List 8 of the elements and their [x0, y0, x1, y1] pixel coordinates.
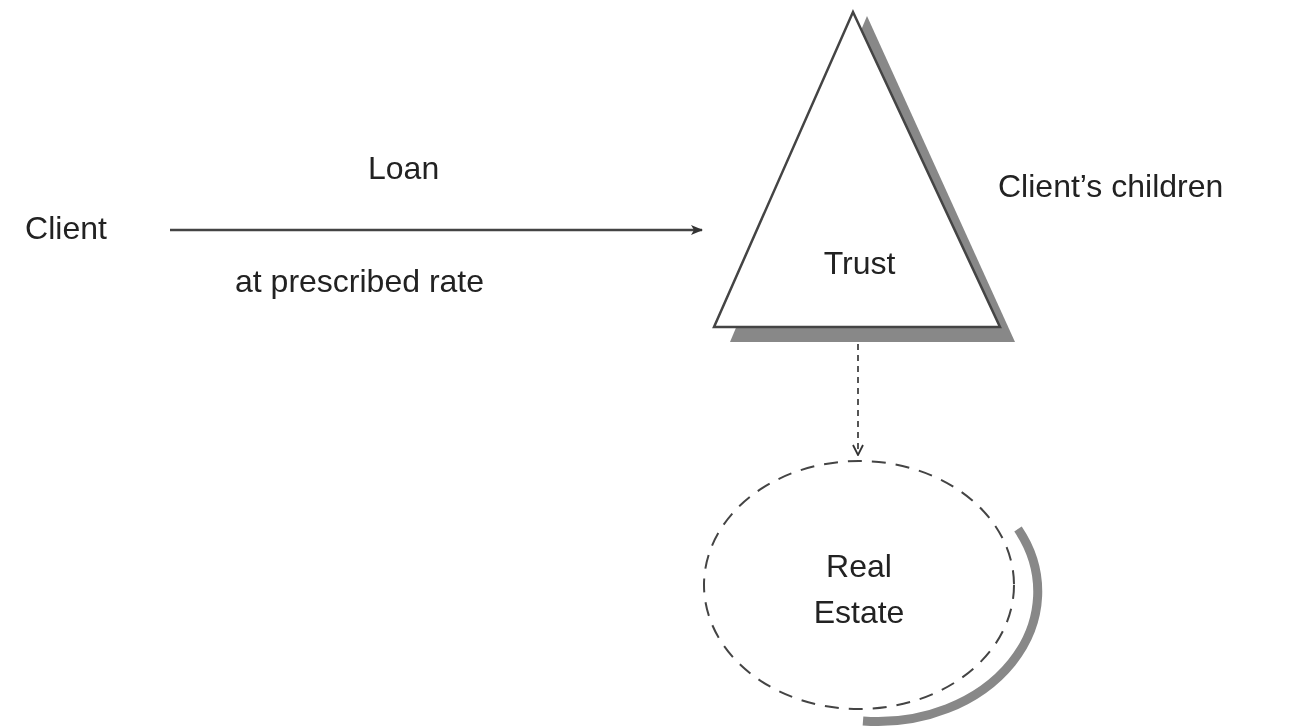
- arrow: [170, 225, 703, 235]
- node-label: Trust: [823, 243, 896, 283]
- edge-label: Loan: [368, 150, 440, 187]
- note-label: at prescribed rate: [235, 263, 484, 300]
- side-label: Client’s children: [998, 168, 1224, 205]
- node-label: Real Estate: [812, 546, 906, 632]
- dashed-arrow: [852, 343, 864, 456]
- node-label: Client: [25, 208, 107, 248]
